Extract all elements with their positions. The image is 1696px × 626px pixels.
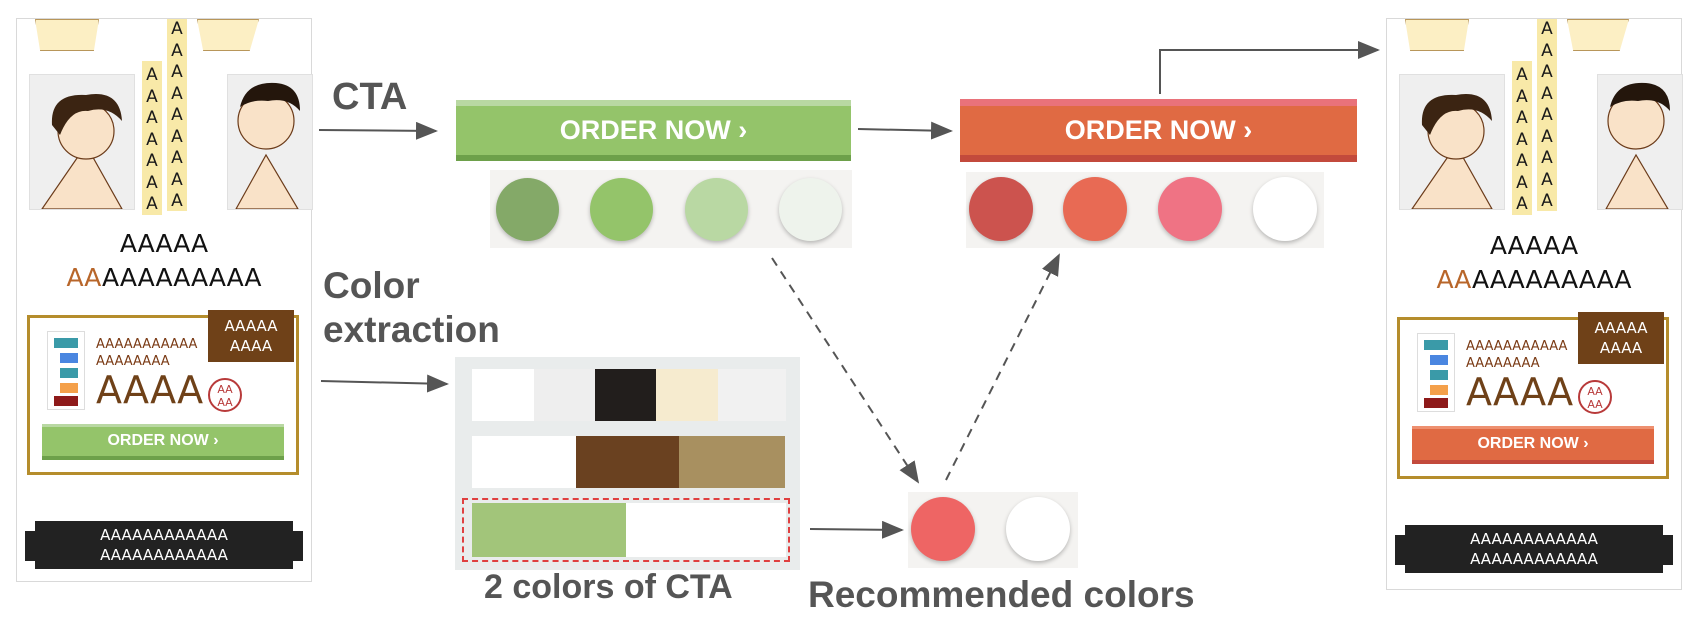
label-recommended-colors: Recommended colors bbox=[808, 574, 1195, 615]
arrow-extraction-to-recommended bbox=[809, 520, 904, 539]
lamp-left bbox=[1405, 19, 1469, 51]
poster-title-line2: AAAAAAAAAAA bbox=[66, 263, 262, 292]
palette-dot-3 bbox=[1158, 177, 1222, 241]
extracted-swatch bbox=[679, 436, 785, 488]
poster-cta-button[interactable]: ORDER NOW › bbox=[42, 424, 284, 460]
arrow-recolored-to-result-poster bbox=[1159, 41, 1380, 94]
person-right-icon bbox=[234, 82, 300, 210]
person-left-panel bbox=[29, 74, 135, 210]
swatch-orange bbox=[1430, 385, 1448, 395]
label-two-colors-of-cta: 2 colors of CTA bbox=[484, 568, 733, 606]
product-swatch-column bbox=[47, 331, 85, 410]
extracted-swatch bbox=[472, 369, 534, 421]
swatch-blue bbox=[1430, 355, 1448, 365]
color-extraction-panel bbox=[455, 357, 800, 570]
arrow-poster-to-cta bbox=[318, 121, 438, 140]
palette-dot-4 bbox=[1253, 177, 1317, 241]
person-right-panel bbox=[227, 74, 313, 210]
label-cta: CTA bbox=[332, 76, 408, 118]
product-swatch-column bbox=[1417, 333, 1455, 412]
poster-title-line2: AAAAAAAAAAA bbox=[1436, 265, 1632, 294]
extracted-swatch bbox=[626, 503, 786, 557]
swatch-teal-2 bbox=[1430, 370, 1448, 380]
original-cta-banner[interactable]: ORDER NOW › bbox=[456, 100, 851, 161]
arrow-cta-to-recolored bbox=[857, 121, 953, 140]
swatch-teal bbox=[1424, 340, 1448, 350]
swatch-darkred bbox=[54, 396, 78, 406]
person-left-icon bbox=[1410, 94, 1494, 210]
swatch-teal-2 bbox=[60, 368, 78, 378]
extraction-row-1 bbox=[472, 369, 786, 421]
extracted-swatch bbox=[576, 436, 679, 488]
palette-dot-4 bbox=[779, 178, 842, 241]
palette-dot-1 bbox=[496, 178, 559, 241]
swatch-teal bbox=[54, 338, 78, 348]
recolored-cta-banner[interactable]: ORDER NOW › bbox=[960, 99, 1357, 162]
extracted-swatch bbox=[656, 369, 718, 421]
swatch-blue bbox=[60, 353, 78, 363]
extracted-swatch bbox=[718, 369, 786, 421]
person-left-icon bbox=[40, 94, 124, 210]
swatch-orange bbox=[60, 383, 78, 393]
person-right-panel bbox=[1597, 74, 1683, 210]
extraction-row-3-cta bbox=[472, 503, 786, 557]
cta-colors-highlight bbox=[462, 498, 790, 562]
extracted-swatch bbox=[595, 369, 656, 421]
offer-big-text: AAAA bbox=[96, 368, 204, 412]
person-right-icon bbox=[1604, 82, 1670, 210]
person-left-panel bbox=[1399, 74, 1505, 210]
swatch-darkred bbox=[1424, 398, 1448, 408]
arrow-palette-to-recommended bbox=[771, 257, 920, 484]
poster-title-line1: AAAAA bbox=[1489, 231, 1579, 260]
extracted-swatch bbox=[472, 503, 626, 557]
offer-big-text: AAAA bbox=[1466, 370, 1574, 414]
recommended-colors-palette bbox=[908, 492, 1078, 568]
poster-title-line1: AAAAA bbox=[119, 229, 209, 258]
palette-dot-2 bbox=[1063, 177, 1127, 241]
recommended-dot-2 bbox=[1006, 497, 1070, 561]
poster-cta-button-recolored[interactable]: ORDER NOW › bbox=[1412, 426, 1654, 464]
recolored-cta-palette bbox=[966, 172, 1324, 248]
extracted-swatch bbox=[472, 436, 576, 488]
palette-dot-1 bbox=[969, 177, 1033, 241]
arrow-poster-to-extraction bbox=[320, 374, 449, 393]
palette-dot-3 bbox=[685, 178, 748, 241]
extraction-row-2 bbox=[472, 436, 786, 488]
original-cta-palette bbox=[490, 170, 852, 248]
extracted-swatch bbox=[534, 369, 595, 421]
recommended-dot-1 bbox=[911, 497, 975, 561]
arrow-recommended-to-recolored bbox=[945, 253, 1060, 481]
lamp-left bbox=[35, 19, 99, 51]
palette-dot-2 bbox=[590, 178, 653, 241]
